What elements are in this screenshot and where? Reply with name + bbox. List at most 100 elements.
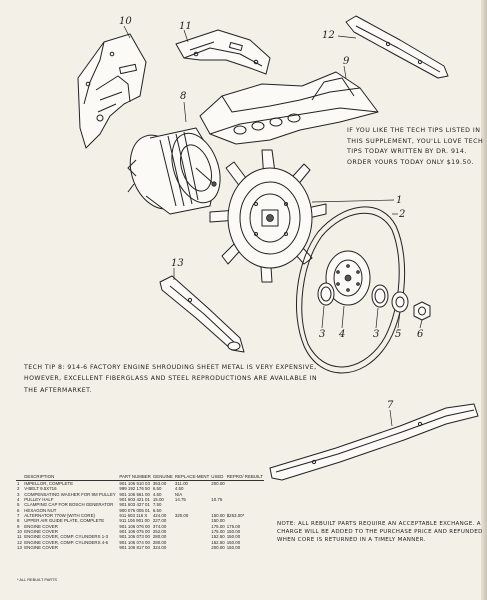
cell-description: UPPER AIR GUIDE PLATE, COMPLETE: [24, 518, 105, 524]
table-row: 8 UPPER AIR GUIDE PLATE, COMPLETE 911 106 …: [16, 518, 264, 523]
cell-description: CLAMPING CAP FOR BOSCH GENERATOR: [24, 502, 114, 508]
cell-used: 175.00: [211, 523, 225, 529]
cell-description: ENGINE COVER, COMP. CYLINDERS 1-3: [24, 534, 109, 540]
part-2-v-belt: [296, 206, 406, 374]
part-4-pulley-half: [325, 250, 371, 329]
part-5-clamping-cap: [391, 291, 409, 329]
col-header-genuine: GENUINE: [151, 474, 174, 481]
cell-genuine: 227.00: [152, 518, 167, 524]
part-13-engine-cover: [269, 403, 479, 481]
cell-part-number: 901 603 421 01: [119, 496, 150, 502]
cell-used: 175.00: [211, 529, 225, 535]
cell-part-number: 901 106 510 03: [119, 480, 150, 486]
part-10-engine-cover: [175, 29, 271, 75]
cell-description: IMPELLOR, COMPLETE: [24, 480, 74, 486]
cell-genuine: 15.00: [152, 496, 164, 502]
cell-replacement: [174, 545, 210, 550]
col-header-replacement: REPLACE-MENT: [173, 474, 211, 481]
cell-item-number: 10: [17, 529, 22, 535]
cell-rebuilt: 150.00: [226, 529, 241, 535]
cell-rebuilt: 150.00: [226, 545, 241, 551]
callout-10: 11: [179, 21, 192, 32]
cell-genuine: 324.00: [152, 545, 167, 551]
parts-price-table: DESCRIPTION PART NUMBER GENUINE REPLACE-…: [16, 474, 264, 550]
cell-description: ENGINE COVER: [24, 529, 58, 535]
cell-replacement: 311.00: [174, 480, 188, 486]
cell-rebuilt: 150.00: [226, 539, 241, 545]
cell-part-number: 901 106 074 00: [119, 539, 150, 545]
rebuilt-parts-note: Note: All rebuilt parts require an accep…: [277, 521, 483, 544]
cell-genuine: 6.50: [152, 507, 162, 513]
cell-replacement: N/A: [174, 491, 183, 497]
cell-genuine: 7.50: [152, 502, 162, 508]
callout-1: 1: [396, 195, 402, 206]
cell-item-number: 13: [17, 545, 22, 551]
cell-part-number: 901 106 076 00: [119, 523, 150, 529]
callout-11: 13: [171, 258, 184, 269]
cell-item-number: 7: [17, 513, 20, 518]
cell-item-number: 1: [17, 480, 20, 486]
cell-genuine: 353.00: [152, 480, 167, 486]
part-6-hexagon-nut: [413, 301, 431, 329]
cell-item-number: 4: [17, 496, 20, 502]
callout-13: 7: [387, 400, 394, 411]
cell-genuine: 424.00: [152, 513, 167, 518]
callout-3b: 3: [373, 329, 379, 340]
col-header-number: [16, 474, 24, 481]
callout-4: 4: [338, 329, 345, 340]
cell-item-number: 3: [17, 491, 20, 497]
cell-part-number: 900 076 005 01: [119, 507, 150, 513]
cell-used: 10.75: [211, 496, 223, 502]
cell-replacement: 14.75: [174, 496, 186, 502]
cell-genuine: 374.00: [152, 523, 167, 529]
part-7-alternator: [127, 101, 221, 215]
cell-part-number: 999 192 176 50: [119, 486, 150, 492]
cell-rebuilt: 175.00: [226, 523, 241, 529]
cell-part-number: 911 603 116 X: [119, 513, 148, 518]
part-12-engine-cover: [337, 15, 449, 79]
cell-rebuilt: $253.00*: [226, 513, 245, 518]
cell-genuine: 280.00: [152, 539, 167, 545]
part-9-engine-cover: [77, 25, 147, 149]
cell-description: ENGINE COVER, COMP. CYLINDERS 4-6: [24, 539, 109, 545]
cell-part-number: 901 106 561 00: [119, 491, 150, 497]
cell-genuine: 4.50: [152, 491, 162, 497]
part-11-engine-cover: [159, 268, 245, 353]
page-edge-shadow: [481, 0, 487, 600]
cell-description: PULLEY HALF: [24, 496, 54, 502]
cell-part-number: 901 106 073 00: [119, 534, 150, 540]
cell-part-number: 911 106 901 00: [119, 518, 150, 524]
cell-description: HEXAGON NUT: [24, 507, 57, 513]
col-header-description: DESCRIPTION: [23, 474, 119, 481]
col-header-used: USED: [210, 474, 226, 481]
cell-genuine: 252.00: [152, 529, 167, 535]
col-header-part-number: PART NUMBER: [118, 474, 152, 481]
cell-description: COMPENSATING WASHER FOR 9M PULLEY: [24, 491, 116, 497]
callout-7: 8: [180, 91, 186, 102]
cell-item-number: 11: [17, 534, 22, 540]
cell-description: ENGINE COVER: [24, 545, 58, 551]
part-1-impellor: [209, 149, 395, 283]
part-8-upper-air-guide-plate: [199, 65, 379, 145]
cell-genuine: 6.50: [152, 486, 162, 492]
table-header-row: DESCRIPTION PART NUMBER GENUINE REPLACE-…: [16, 474, 264, 481]
cell-genuine: 280.00: [152, 534, 167, 540]
cell-replacement: 4.50: [174, 486, 184, 492]
callout-12: 12: [322, 30, 335, 41]
cell-item-number: 9: [17, 523, 20, 529]
callout-8: 9: [343, 56, 350, 67]
cell-item-number: 8: [17, 518, 20, 524]
callout-5: 5: [395, 329, 401, 340]
cell-item-number: 2: [17, 486, 20, 492]
